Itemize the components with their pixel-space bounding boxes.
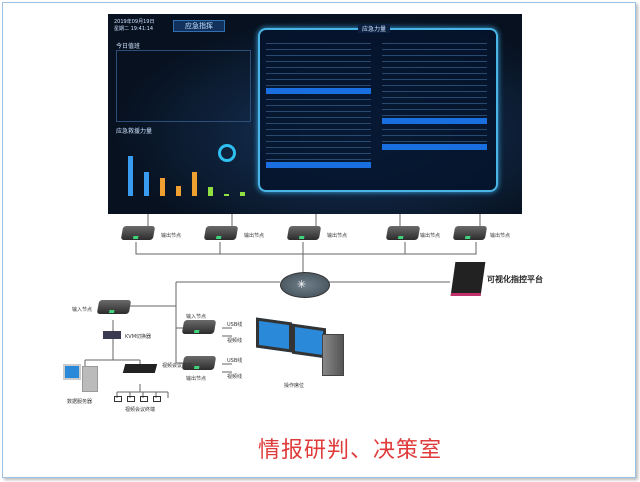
output-node-label: 输出节点 <box>420 233 441 239</box>
monitor-left-icon <box>256 317 292 353</box>
chart-bar <box>176 186 181 196</box>
input-node-label: 输入节点 <box>72 307 93 313</box>
pc-tower-icon <box>322 334 344 376</box>
terminal-icon <box>153 396 161 402</box>
kvm-switch-icon <box>103 331 121 339</box>
monitor-right-icon <box>292 323 326 359</box>
conference-label: 视频会议终端 <box>125 407 156 413</box>
input-node-left <box>96 300 132 314</box>
ring-icon <box>218 144 236 162</box>
page-title: 情报研判、决策室 <box>258 438 443 463</box>
kvm-label: KVM切换器 <box>125 334 152 340</box>
usb-label: USB线 <box>227 322 243 328</box>
server-monitor-icon <box>63 364 81 380</box>
chart-bar <box>128 156 133 196</box>
output-node-label: 输出节点 <box>490 233 511 239</box>
output-node-3 <box>286 226 322 240</box>
server-label: 数据服务器 <box>67 399 93 405</box>
usb-label-2: USB线 <box>227 358 243 364</box>
output-node-2 <box>203 226 239 240</box>
tablet-icon <box>450 262 486 296</box>
input-node-right <box>181 320 217 334</box>
conference-host-icon <box>122 364 158 373</box>
output-node-5 <box>452 226 488 240</box>
conference-host-label: 视频会议终端 <box>162 363 193 369</box>
panel-right-table <box>382 38 487 150</box>
panel-title: 应急力量 <box>358 24 391 33</box>
video-label-2: 视频线 <box>227 374 243 380</box>
chart-bar <box>160 178 165 196</box>
chart-bar <box>144 172 149 196</box>
dashboard-header: 应急指挥 <box>173 20 225 32</box>
rescue-title: 应急救援力量 <box>116 128 153 135</box>
output-node-label: 输出节点 <box>161 233 182 239</box>
panel-left-table <box>266 38 371 168</box>
force-panel: 应急力量 <box>258 24 498 192</box>
chart-bar <box>224 194 229 196</box>
output-node-label: 输出节点 <box>327 233 348 239</box>
video-label: 视频线 <box>227 338 243 344</box>
terminal-icon <box>127 396 135 402</box>
chart-bar <box>240 192 245 196</box>
network-switch-icon: ✳ <box>280 272 330 298</box>
dashboard-date: 2019年09月19日 <box>114 19 155 25</box>
workstation-label: 操作席位 <box>284 383 305 389</box>
output-node-label: 输出节点 <box>244 233 265 239</box>
output-node-label-2: 输出节点 <box>186 376 207 382</box>
dashboard-screen: 2019年09月19日 星期二 19:41:14 应急指挥 今日值班 应急救援力… <box>108 14 522 214</box>
chart-bar <box>192 172 197 196</box>
server-tower-icon <box>82 366 98 392</box>
dashboard-time: 星期二 19:41:14 <box>114 26 154 32</box>
duty-title: 今日值班 <box>116 43 141 50</box>
output-node-4 <box>385 226 421 240</box>
terminal-icon <box>140 396 148 402</box>
duty-grid <box>116 50 251 122</box>
platform-label: 可视化指控平台 <box>487 275 543 284</box>
chart-bar <box>208 187 213 196</box>
outer-frame <box>2 2 636 478</box>
output-node-1 <box>120 226 156 240</box>
terminal-icon <box>114 396 122 402</box>
input-node-label-2: 输入节点 <box>186 314 207 320</box>
